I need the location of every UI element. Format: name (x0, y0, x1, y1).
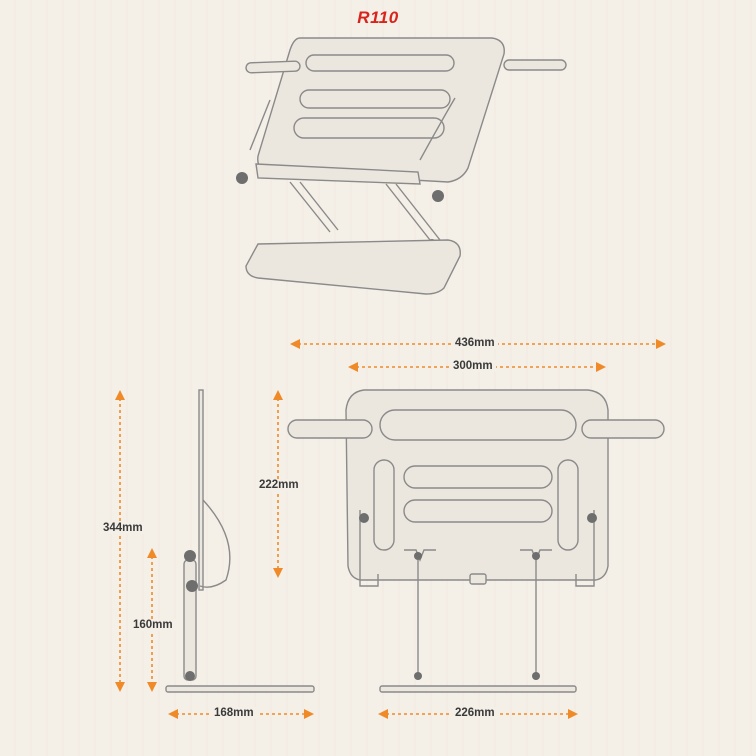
dim-base-width-label: 226mm (452, 707, 498, 719)
dim-total-width-label: 436mm (452, 337, 498, 349)
perspective-view (236, 37, 567, 295)
front-view (287, 389, 665, 693)
dim-tray-width-label: 300mm (450, 360, 496, 372)
dim-base-depth-label: 168mm (211, 707, 257, 719)
side-view (165, 389, 315, 693)
model-title: R110 (357, 8, 399, 27)
dim-max-height-label: 344mm (100, 522, 146, 534)
dim-tray-height-label: 222mm (256, 479, 302, 491)
dim-min-height-label: 160mm (130, 619, 176, 631)
